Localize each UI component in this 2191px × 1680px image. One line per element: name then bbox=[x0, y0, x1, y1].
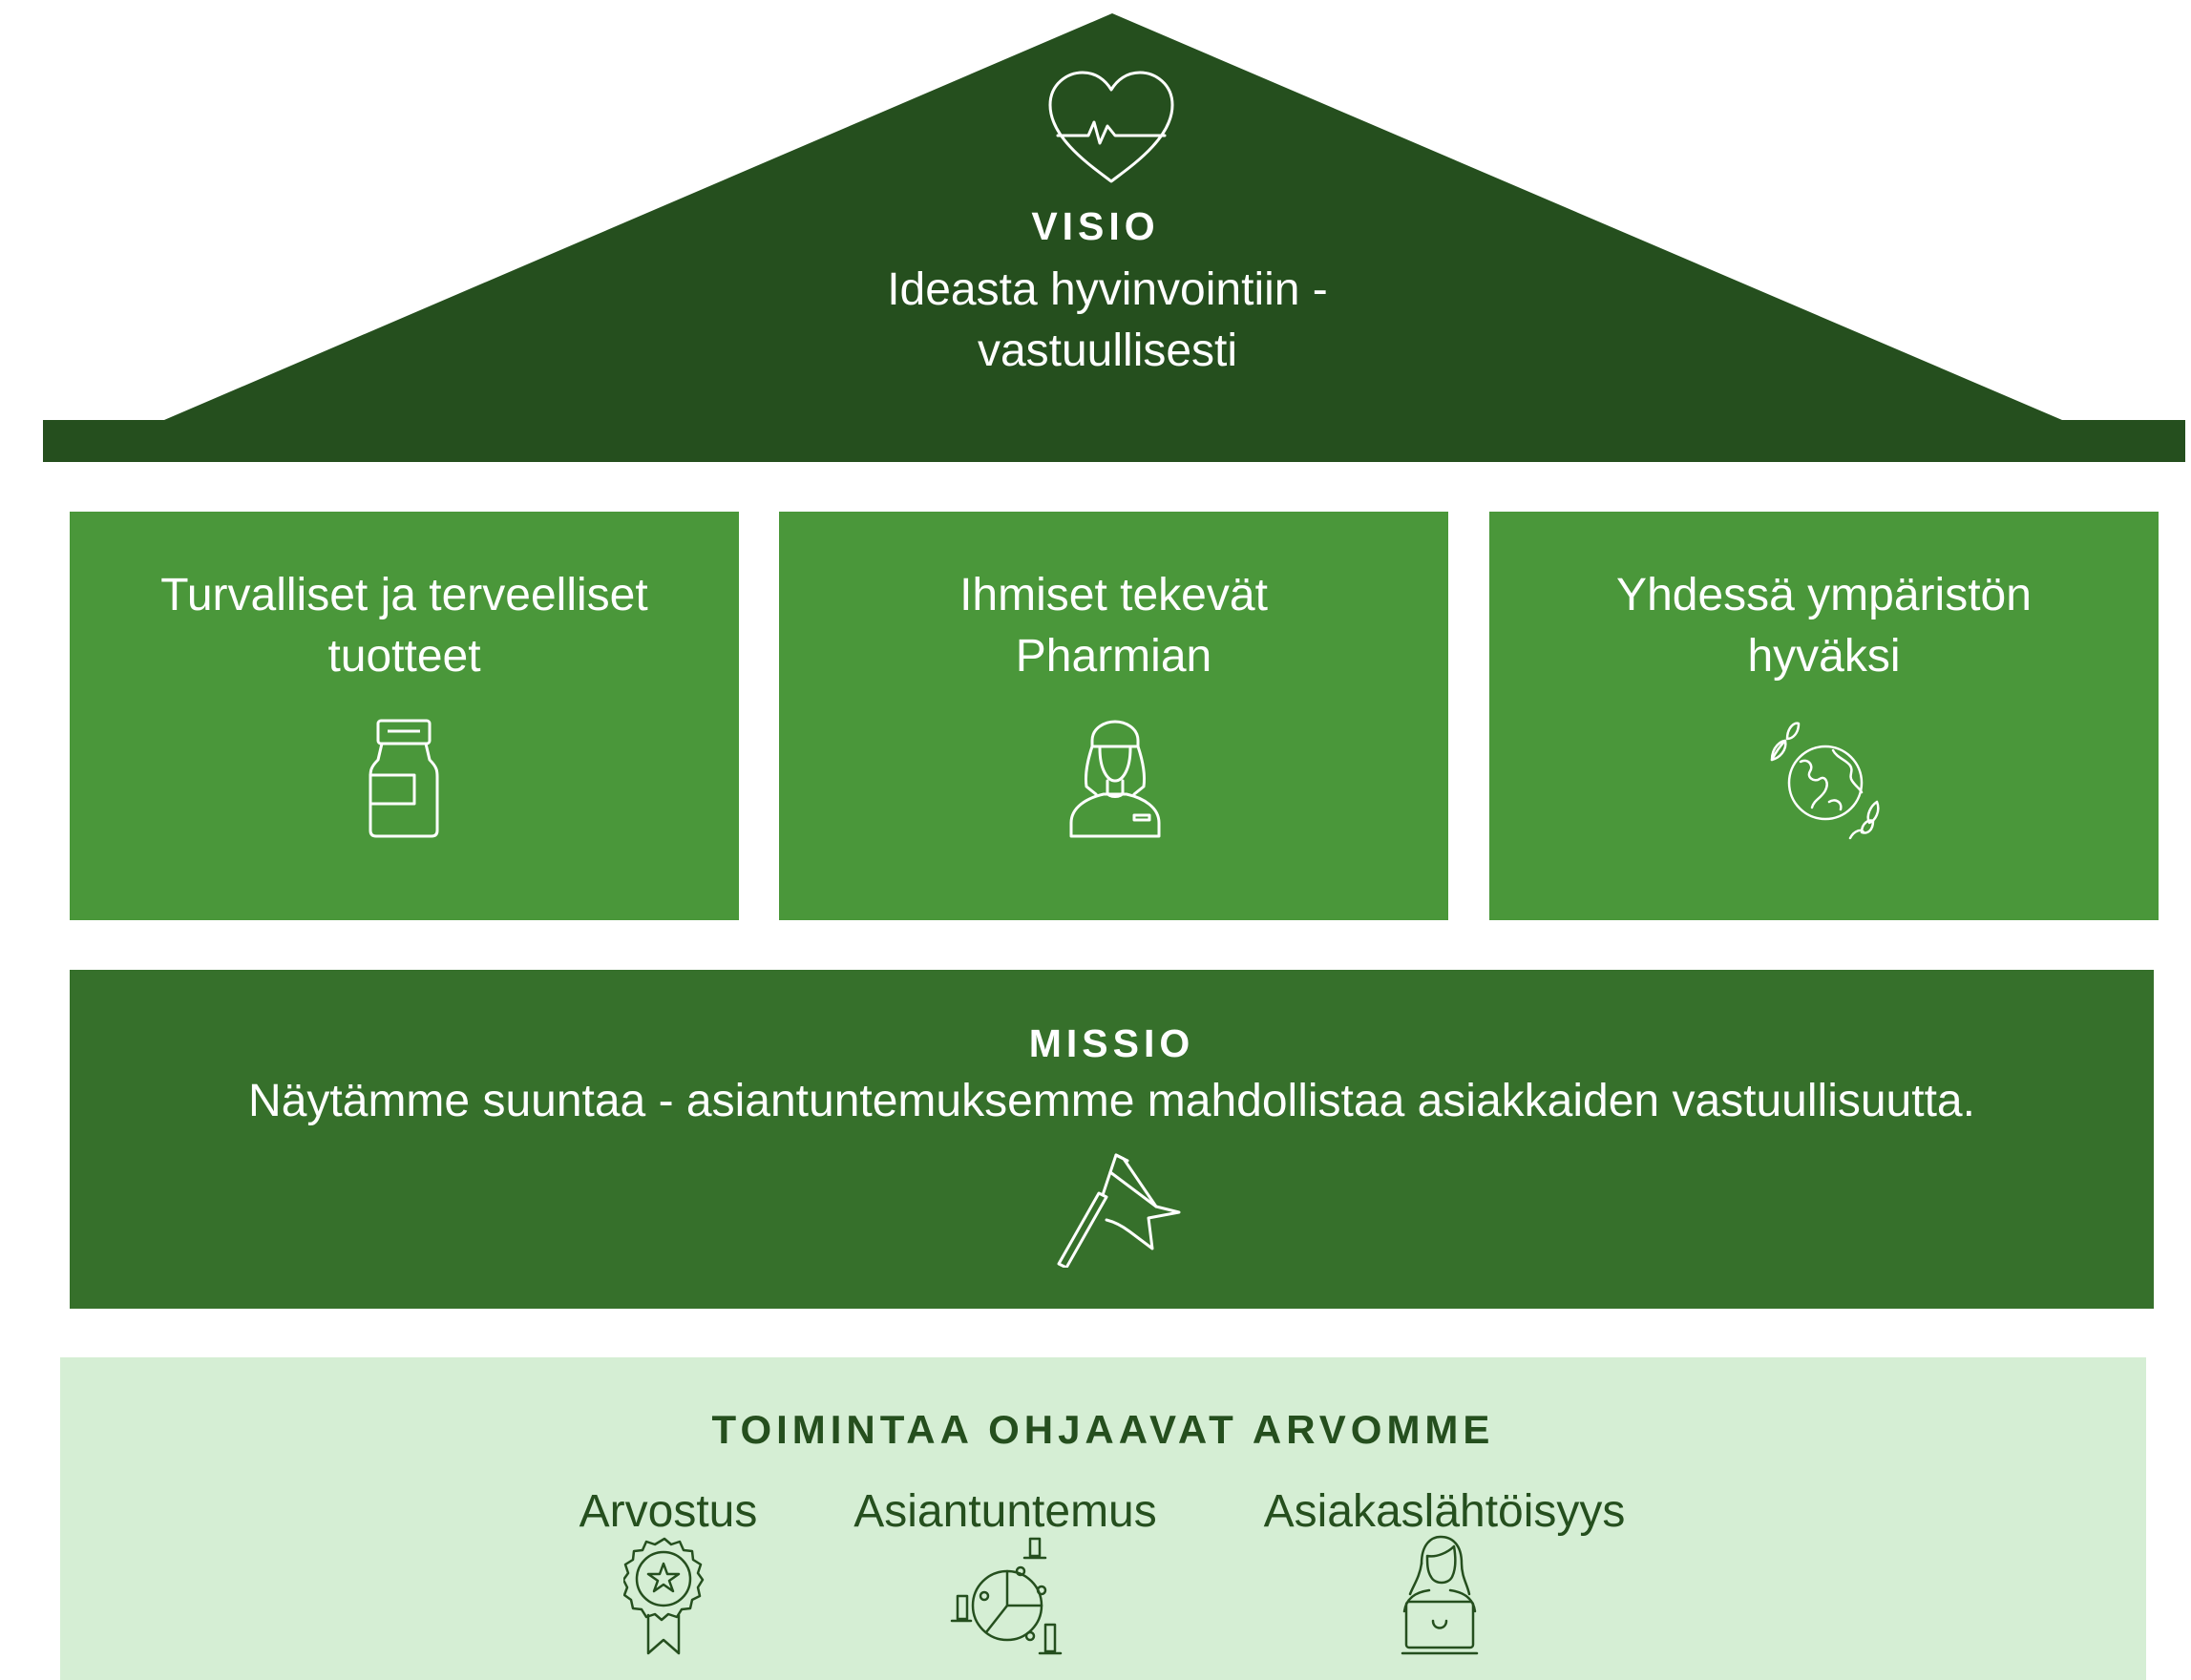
mission-title: MISSIO bbox=[1028, 1021, 1195, 1065]
mission-statement: Näytämme suuntaa - asiantuntemuksemme ma… bbox=[248, 1076, 1975, 1126]
vision-title: VISIO bbox=[1031, 204, 1160, 248]
flag-icon bbox=[1057, 1153, 1181, 1268]
pillar-people-label: Ihmiset tekevät Pharmian bbox=[798, 565, 1429, 687]
vision-line-1: Ideasta hyvinvointiin - bbox=[887, 264, 1328, 315]
pillar-people-line-1: Ihmiset tekevät bbox=[959, 570, 1268, 620]
pillar-products-label: Turvalliset ja terveelliset tuotteet bbox=[89, 565, 720, 687]
pillar-products-line-1: Turvalliset ja terveelliset bbox=[160, 570, 648, 620]
vision-line-2: vastuullisesti bbox=[977, 326, 1238, 376]
values-title: TOIMINTAA OHJAAVAT ARVOMME bbox=[711, 1407, 1495, 1452]
pillar-environment-label: Yhdessä ympäristön hyväksi bbox=[1508, 565, 2139, 687]
value-label-asiakaslahtoisyys: Asiakaslähtöisyys bbox=[1263, 1486, 1626, 1537]
mission-panel: MISSIO Näytämme suuntaa - asiantuntemuks… bbox=[70, 970, 2154, 1309]
person-laptop-icon bbox=[1401, 1535, 1479, 1655]
pillar-products-line-2: tuotteet bbox=[327, 631, 481, 682]
value-label-asiantuntemus: Asiantuntemus bbox=[853, 1486, 1157, 1537]
bottle-icon bbox=[369, 719, 439, 838]
pharmacist-icon bbox=[1069, 720, 1161, 838]
value-label-arvostus: Arvostus bbox=[579, 1486, 758, 1537]
roof-shape bbox=[43, 13, 2185, 462]
pillar-people-line-2: Pharmian bbox=[1015, 631, 1212, 682]
vision-statement: Ideasta hyvinvointiin - vastuullisesti bbox=[726, 260, 1489, 382]
pie-chart-icon bbox=[950, 1537, 1063, 1655]
heart-pulse-icon bbox=[1048, 71, 1174, 183]
pillar-environment-line-2: hyväksi bbox=[1747, 631, 1901, 682]
award-star-icon bbox=[623, 1537, 705, 1655]
values-panel: TOIMINTAA OHJAAVAT ARVOMME Arvostus Asia… bbox=[60, 1357, 2146, 1680]
pillar-environment-line-1: Yhdessä ympäristön bbox=[1616, 570, 2032, 620]
pillar-people: Ihmiset tekevät Pharmian bbox=[779, 512, 1448, 920]
globe-leaves-icon bbox=[1770, 722, 1880, 840]
pillar-environment: Yhdessä ympäristön hyväksi bbox=[1489, 512, 2159, 920]
pillar-products: Turvalliset ja terveelliset tuotteet bbox=[70, 512, 739, 920]
